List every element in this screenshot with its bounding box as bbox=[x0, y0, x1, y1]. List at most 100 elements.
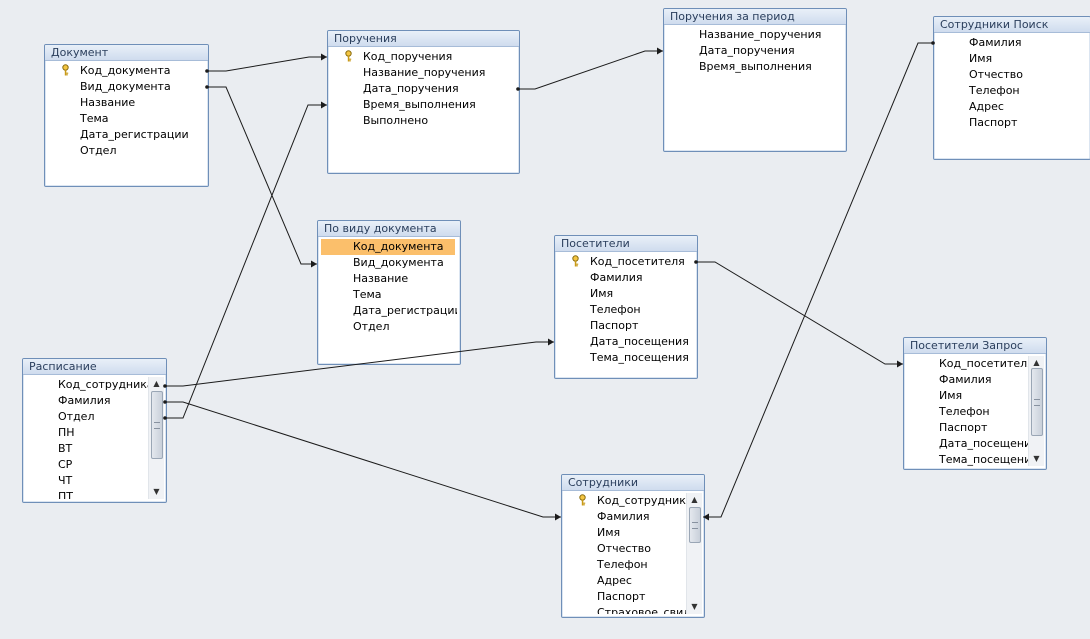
field-row[interactable]: Тема bbox=[48, 111, 205, 127]
field-row[interactable]: Фамилия bbox=[558, 270, 694, 286]
field-row[interactable]: Дата_посещения bbox=[907, 436, 1044, 452]
field-row[interactable]: Код_документа bbox=[321, 239, 455, 255]
table-title[interactable]: Посетители Запрос bbox=[904, 338, 1046, 354]
table-title[interactable]: Поручения bbox=[328, 31, 519, 47]
field-row[interactable]: Телефон bbox=[558, 302, 694, 318]
relationship-line[interactable] bbox=[165, 401, 561, 518]
field-row[interactable]: Отдел bbox=[48, 143, 205, 159]
field-row[interactable]: Код_документа bbox=[48, 63, 205, 79]
field-row[interactable]: Код_посетителя bbox=[558, 254, 694, 270]
relationship-line[interactable] bbox=[207, 86, 317, 265]
field-row[interactable]: Паспорт bbox=[907, 420, 1044, 436]
field-row[interactable]: Выполнено bbox=[331, 113, 516, 129]
relationship-line[interactable] bbox=[696, 261, 903, 365]
field-row[interactable]: Отчество bbox=[937, 67, 1087, 83]
field-row[interactable]: Паспорт bbox=[565, 589, 702, 605]
field-row[interactable]: Страховое_свид bbox=[565, 605, 702, 614]
field-row[interactable]: СР bbox=[26, 457, 164, 473]
scroll-down-icon[interactable]: ▼ bbox=[153, 487, 160, 496]
field-row[interactable]: Имя bbox=[558, 286, 694, 302]
field-row[interactable]: Фамилия bbox=[937, 35, 1087, 51]
field-row[interactable]: Адрес bbox=[937, 99, 1087, 115]
field-row[interactable]: Имя bbox=[907, 388, 1044, 404]
field-row[interactable]: Название bbox=[48, 95, 205, 111]
field-row[interactable]: Паспорт bbox=[937, 115, 1087, 131]
field-row[interactable]: Вид_документа bbox=[321, 255, 457, 271]
scroll-up-icon[interactable]: ▲ bbox=[1033, 358, 1040, 367]
field-row[interactable]: Дата_регистрации bbox=[48, 127, 205, 143]
field-row[interactable]: Фамилия bbox=[26, 393, 164, 409]
field-row[interactable]: Вид_документа bbox=[48, 79, 205, 95]
scrollbar[interactable]: ▲▼ bbox=[148, 377, 164, 499]
scroll-up-icon[interactable]: ▲ bbox=[691, 495, 698, 504]
scroll-thumb[interactable] bbox=[689, 507, 701, 543]
field-row[interactable]: Код_сотрудника bbox=[26, 377, 164, 393]
field-row[interactable]: Адрес bbox=[565, 573, 702, 589]
table-title[interactable]: Сотрудники bbox=[562, 475, 704, 491]
table-title[interactable]: Документ bbox=[45, 45, 208, 61]
field-row[interactable]: Дата_регистрации bbox=[321, 303, 457, 319]
field-row[interactable]: ПТ bbox=[26, 489, 164, 499]
field-row[interactable]: Дата_поручения bbox=[667, 43, 843, 59]
field-row[interactable]: Код_сотрудника bbox=[565, 493, 702, 509]
scroll-up-icon[interactable]: ▲ bbox=[153, 379, 160, 388]
table-title[interactable]: Расписание bbox=[23, 359, 166, 375]
table-title[interactable]: Сотрудники Поиск bbox=[934, 17, 1090, 33]
field-row[interactable]: Телефон bbox=[937, 83, 1087, 99]
field-row[interactable]: Название_поручения bbox=[667, 27, 843, 43]
field-row[interactable]: Фамилия bbox=[907, 372, 1044, 388]
table-title[interactable]: По виду документа bbox=[318, 221, 460, 237]
field-row[interactable]: Время_выполнения bbox=[331, 97, 516, 113]
field-row[interactable]: Код_поручения bbox=[331, 49, 516, 65]
field-row[interactable]: Тема bbox=[321, 287, 457, 303]
field-row[interactable]: Название_поручения bbox=[331, 65, 516, 81]
field-row[interactable]: Дата_поручения bbox=[331, 81, 516, 97]
field-row[interactable]: Название bbox=[321, 271, 457, 287]
field-row[interactable]: Отдел bbox=[321, 319, 457, 335]
field-row[interactable]: ПН bbox=[26, 425, 164, 441]
field-row[interactable]: Паспорт bbox=[558, 318, 694, 334]
scrollbar[interactable]: ▲▼ bbox=[1028, 356, 1044, 466]
field-row[interactable]: Тема_посещения bbox=[558, 350, 694, 366]
field-row[interactable]: ВТ bbox=[26, 441, 164, 457]
field-row[interactable]: Код_посетителя bbox=[907, 356, 1044, 372]
field-row[interactable]: Имя bbox=[937, 51, 1087, 67]
field-row[interactable]: Время_выполнения bbox=[667, 59, 843, 75]
field-row[interactable]: ЧТ bbox=[26, 473, 164, 489]
field-row[interactable]: Фамилия bbox=[565, 509, 702, 525]
relationship-line[interactable] bbox=[518, 50, 663, 90]
field-row[interactable]: Отдел bbox=[26, 409, 164, 425]
field-row[interactable]: Тема_посещения bbox=[907, 452, 1044, 466]
scroll-down-icon[interactable]: ▼ bbox=[691, 602, 698, 611]
scroll-thumb[interactable] bbox=[151, 391, 163, 459]
scroll-down-icon[interactable]: ▼ bbox=[1033, 454, 1040, 463]
table-title[interactable]: Посетители bbox=[555, 236, 697, 252]
field-row[interactable]: Отчество bbox=[565, 541, 702, 557]
scroll-thumb[interactable] bbox=[1031, 368, 1043, 436]
relationship-line[interactable] bbox=[207, 56, 327, 72]
field-row[interactable]: Телефон bbox=[565, 557, 702, 573]
field-row[interactable]: Дата_посещения bbox=[558, 334, 694, 350]
field-row[interactable]: Имя bbox=[565, 525, 702, 541]
field-row[interactable]: Телефон bbox=[907, 404, 1044, 420]
scrollbar[interactable]: ▲▼ bbox=[686, 493, 702, 614]
